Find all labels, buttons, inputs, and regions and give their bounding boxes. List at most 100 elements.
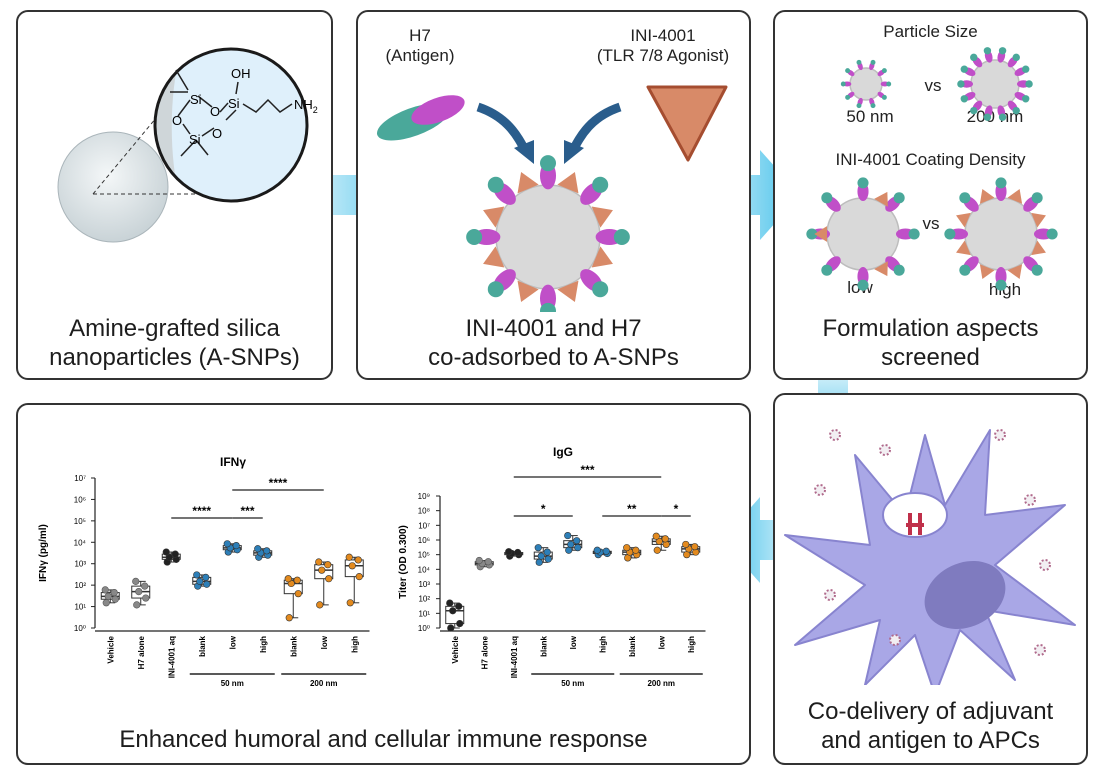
agonist-triangle [874, 261, 888, 277]
caption-line: screened [881, 344, 980, 371]
caption-line: co-adsorbed to A-SNPs [428, 344, 679, 371]
h7-protein-head [821, 264, 833, 276]
endosome [882, 492, 948, 538]
h7-protein-head [1022, 95, 1030, 103]
particle-size-title: Particle Size [883, 22, 978, 41]
curved-arrow-left [476, 102, 530, 155]
panel-2-caption: INI-4001 and H7 co-adsorbed to A-SNPs [358, 314, 749, 372]
caption-line: INI-4001 and H7 [465, 315, 642, 342]
agonist-triangle [979, 264, 995, 279]
small-nanoparticle [879, 444, 891, 456]
coated-nanoparticle [466, 155, 630, 312]
agonist-triangle [1007, 264, 1023, 279]
h7-protein-head [870, 59, 876, 65]
vs-label-density: vs [922, 214, 940, 233]
h7-protein-head [592, 176, 609, 193]
h7-protein-head [959, 264, 971, 276]
h7-protein-head [886, 81, 892, 87]
h7-protein-head [983, 47, 992, 55]
h7-protein-head [1046, 228, 1058, 240]
si-atom-1: Si [190, 92, 202, 107]
h7-protein-head [1025, 80, 1033, 88]
h7-protein-head [1022, 65, 1030, 73]
h7-protein-head [1012, 106, 1020, 115]
h7-protein-head [466, 228, 483, 246]
formulation-illustration [806, 47, 1058, 291]
h7-protein-head [970, 53, 978, 62]
h7-protein-head [592, 281, 609, 298]
size-200nm-label: 200 nm [966, 107, 1024, 126]
h7-protein-head [959, 192, 971, 204]
h7-protein-head [1031, 192, 1043, 204]
nh2-group: NH2 [294, 97, 318, 115]
small-nanoparticle [824, 589, 836, 601]
caption-line: Formulation aspects [822, 315, 1039, 342]
agonist-triangle [1031, 240, 1046, 256]
agonist-triangle [1007, 189, 1023, 204]
caption-line: and antigen to APCs [821, 727, 1040, 754]
small-nanoparticle [814, 484, 826, 496]
h7-protein-head [487, 281, 504, 298]
agonist-triangle [517, 172, 539, 194]
vs-label-size: vs [924, 76, 942, 95]
h7-protein-head [821, 192, 833, 204]
agonist-triangle [557, 172, 579, 194]
h7-protein-head [995, 279, 1007, 291]
h7-protein-head [1012, 53, 1020, 62]
h7-protein-head [970, 106, 978, 115]
agonist-triangle [591, 246, 613, 268]
coated-nanoparticle-main [466, 155, 630, 312]
silica-nanoparticle [57, 131, 169, 243]
panel-apc-delivery: Co-delivery of adjuvant and antigen to A… [773, 393, 1088, 765]
agonist-triangle [557, 280, 579, 302]
agonist-triangle [874, 191, 888, 207]
oh-group: OH [231, 66, 251, 81]
panel-4-caption: Enhanced humoral and cellular immune res… [119, 726, 648, 753]
o-atom-1: O [172, 113, 182, 128]
h7-protein-head [613, 228, 630, 246]
triangle-agonist-icon [646, 85, 728, 162]
h7-protein-head [856, 103, 862, 109]
agonist-triangle [483, 246, 505, 268]
caption-line: nanoparticles (A-SNPs) [49, 344, 300, 371]
panel-formulation: Particle Size vs 50 nm 200 nm INI-4001 C… [773, 10, 1088, 380]
agonist-triangle [956, 212, 971, 228]
coating-density-title: INI-4001 Coating Density [835, 150, 1026, 169]
nanoparticle-50nm [840, 59, 892, 109]
h7-protein-head [539, 155, 557, 172]
agonist-triangle [979, 189, 995, 204]
antigen-label: H7 (Antigen) [370, 26, 470, 66]
agonist-label: INI-4001 (TLR 7/8 Agonist) [578, 26, 748, 66]
h7-protein-head [908, 228, 920, 240]
h7-protein-head [845, 68, 851, 74]
h7-protein-head [983, 113, 992, 121]
panel-5-caption: Co-delivery of adjuvant and antigen to A… [775, 697, 1086, 755]
o-atom-2: O [210, 104, 220, 119]
h7-protein-head [960, 95, 968, 103]
o-atom-3: O [212, 126, 222, 141]
h7-protein-head [845, 94, 851, 100]
h7-protein-head [881, 94, 887, 100]
panel-1-caption: Amine-grafted silica nanoparticles (A-SN… [18, 314, 331, 372]
size-50nm-label: 50 nm [846, 107, 894, 126]
label-line: (TLR 7/8 Agonist) [596, 46, 730, 65]
h7-protein-head [893, 264, 905, 276]
h7-protein-head [856, 59, 862, 65]
caption-line: Co-delivery of adjuvant [807, 698, 1054, 725]
curved-arrow-right [568, 102, 622, 155]
h7-protein-head [957, 80, 965, 88]
small-nanoparticle [1024, 494, 1036, 506]
cell-nucleus [924, 560, 1006, 630]
agonist-triangle [483, 206, 505, 228]
h7-protein-head [998, 113, 1007, 121]
h7-protein-head [1031, 264, 1043, 276]
small-nanoparticle [889, 634, 901, 646]
h7-protein-head [840, 81, 846, 87]
h7-protein-head [857, 279, 869, 291]
small-nanoparticle [994, 429, 1006, 441]
agonist-triangle [517, 280, 539, 302]
small-nanoparticle [1039, 559, 1051, 571]
label-line: (Antigen) [385, 46, 455, 65]
h7-protein-head [944, 228, 956, 240]
label-line: INI-4001 [630, 26, 696, 45]
